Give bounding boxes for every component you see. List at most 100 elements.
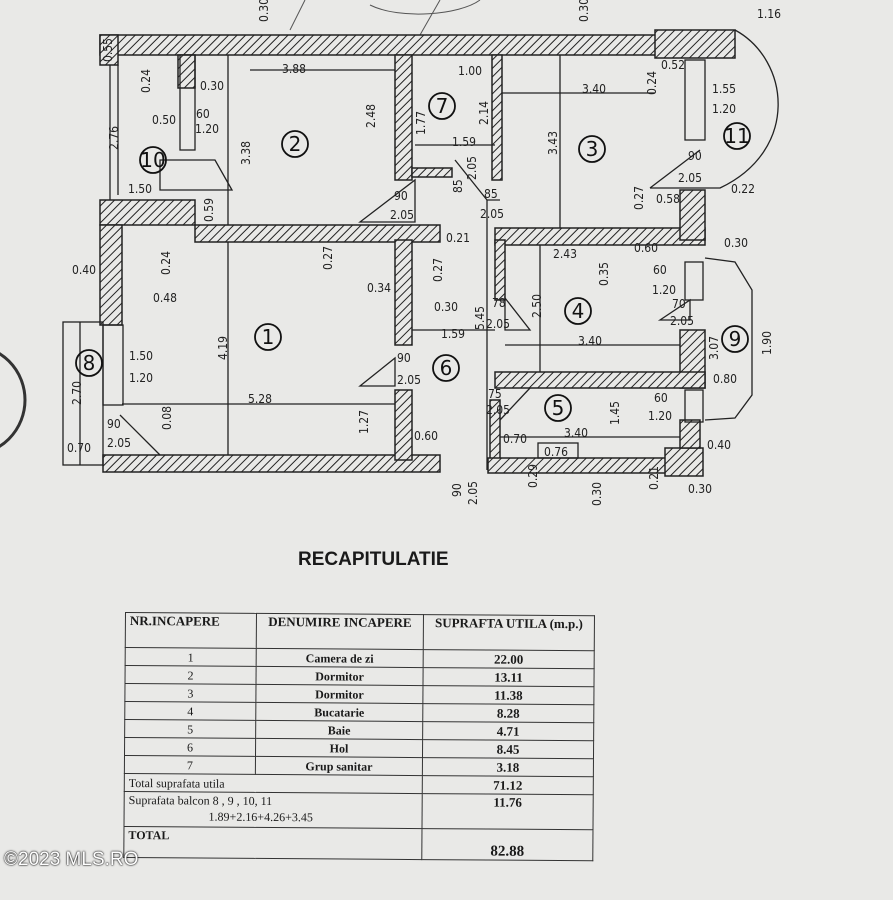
dimension-label: 0.34 [367,281,391,295]
room-name: Hol [255,738,423,758]
total-usable-value: 71.12 [422,775,594,795]
dimension-label: 0.48 [153,291,177,305]
dimension-label: 3.40 [578,334,602,348]
svg-text:5: 5 [552,396,565,420]
dimension-label: 0.24 [159,251,173,275]
dimension-label: 0.22 [731,182,755,196]
dimension-label: 0.55 [101,38,115,62]
dimension-label: 0.30 [724,236,748,250]
dimension-label: 0.70 [67,441,91,455]
room-number-2: 2 [281,130,309,158]
dimension-label: 0.27 [431,258,445,282]
room-number: 4 [124,701,256,721]
room-number: 5 [124,719,256,739]
dimension-label: 85 [484,187,498,201]
room-number-7: 7 [428,92,456,120]
room-name: Dormitor [255,666,424,686]
dimension-label: 0.70 [503,432,527,446]
dimension-label: 1.00 [458,64,482,78]
room-number-10: 10 [139,146,167,174]
balcony-row: Suprafata balcon 8 , 9 , 10, 11 1.89+2.1… [124,791,594,830]
dimension-label: 2.05 [465,156,479,180]
room-area: 8.45 [422,739,594,759]
dimension-label: 0.30 [590,482,604,506]
dimension-label: 1.16 [757,7,781,21]
dimension-label: 0.24 [645,71,659,95]
dimension-label: 5.45 [473,306,487,330]
dimension-label: 0.30 [434,300,458,314]
plan-lines [62,29,779,470]
dimension-label: 0.58 [656,192,680,206]
room-number: 3 [124,683,256,703]
dimension-label: 2.76 [107,126,121,150]
header-room-name: DENUMIRE INCAPERE [256,613,424,650]
dimension-label: 2.05 [390,208,414,222]
room-name: Grup sanitar [255,756,423,776]
dimension-label: 0.27 [632,186,646,210]
svg-text:6: 6 [440,356,453,380]
dimension-label: 2.05 [107,436,131,450]
dimension-label: 0.27 [321,246,335,270]
dimension-label: 2.14 [477,101,491,125]
dimension-label: 4.19 [216,336,230,360]
dimension-label: 2.70 [70,381,84,405]
dimension-label: 1.45 [608,401,622,425]
dimension-label: 1.59 [452,135,476,149]
dimension-label: 2.05 [466,481,480,505]
room-area: 13.11 [422,667,595,687]
balcony-formula: 1.89+2.16+4.26+3.45 [208,809,313,825]
svg-text:9: 9 [729,327,742,351]
dimension-label: 2.05 [397,373,421,387]
room-number: 6 [124,737,256,757]
dimension-label: 70 [672,297,686,311]
room-number-6: 6 [432,354,460,382]
room-name: Baie [255,720,423,740]
room-name: Dormitor [255,684,423,704]
dimension-label: 0.21 [647,466,661,490]
dimension-label: 90 [688,149,702,163]
dimension-label: 1.90 [760,331,774,355]
svg-text:4: 4 [572,299,585,323]
dimension-label: 0.40 [72,263,96,277]
dimension-label: 1.50 [129,349,153,363]
dimension-label: 3.38 [239,141,253,165]
dimension-label: 2.05 [486,403,510,417]
dimension-label: 0.21 [446,231,470,245]
dimension-label: 0.08 [160,406,174,430]
dimension-label: 1.50 [128,182,152,196]
dimension-label: 3.40 [582,82,606,96]
dimension-label: 85 [451,179,465,193]
total-usable-label: Total suprafata utila [124,773,423,794]
room-number: 1 [125,647,257,667]
svg-text:8: 8 [83,351,96,375]
svg-text:11: 11 [724,124,749,148]
stamp [0,352,27,448]
room-number: 2 [125,665,257,685]
dimension-label: 2.50 [530,294,544,318]
room-number-4: 4 [564,297,592,325]
dimension-label: 0.24 [139,69,153,93]
dimension-label: 1.20 [648,409,672,423]
dimension-label: 0.40 [707,438,731,452]
room-number-9: 9 [721,325,749,353]
balcony-label: Suprafata balcon 8 , 9 , 10, 11 [128,793,273,809]
room-name: Bucatarie [255,702,423,722]
svg-text:1: 1 [262,325,275,349]
dimension-label: 90 [450,483,464,497]
dimension-label: 3.07 [707,336,721,360]
dimension-label: 2.05 [486,317,510,331]
dimension-label: 3.43 [546,131,560,155]
svg-text:2: 2 [289,132,302,156]
dimension-label: 0.30 [257,0,271,22]
dimension-label: 0.60 [634,241,658,255]
dimension-label: 90 [107,417,121,431]
room-area: 3.18 [422,757,594,777]
dimension-label: 3.88 [282,62,306,76]
dimension-label: 1.20 [195,122,219,136]
dimension-label: 78 [492,296,506,310]
dimension-label: 1.27 [357,410,371,434]
table-header-row: NR.INCAPERE DENUMIRE INCAPERE SUPRAFTA U… [125,612,595,651]
